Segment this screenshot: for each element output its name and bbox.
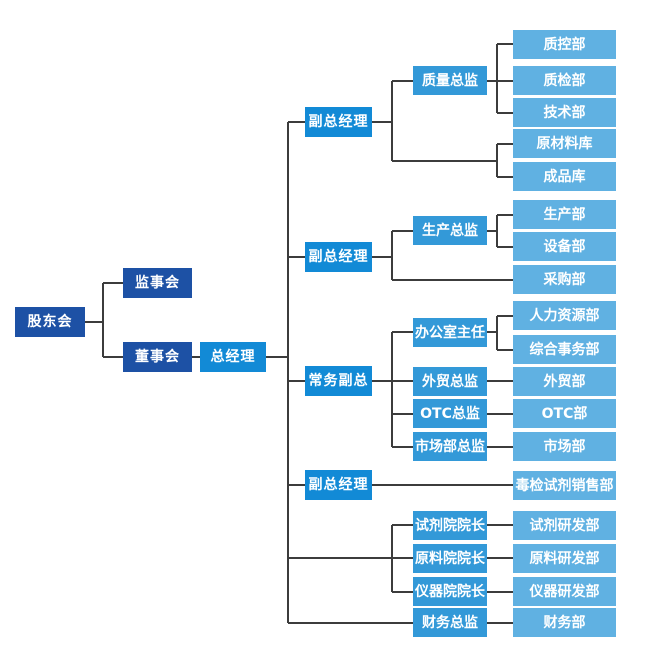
node-toxicology-reagent-sales-dept: 毒检试剂销售部 xyxy=(513,471,616,500)
node-foreign-trade-dept: 外贸部 xyxy=(513,367,616,396)
node-production-director: 生产总监 xyxy=(413,216,487,245)
node-production-dept: 生产部 xyxy=(513,200,616,229)
node-office-director: 办公室主任 xyxy=(413,318,487,347)
node-qc-dept: 质控部 xyxy=(513,30,616,59)
node-deputy-gm-quality: 副总经理 xyxy=(305,107,372,137)
node-reagent-institute-dean: 试剂院院长 xyxy=(413,511,487,540)
node-quality-director: 质量总监 xyxy=(413,66,487,95)
node-hr-dept: 人力资源部 xyxy=(513,301,616,330)
node-general-affairs-dept: 综合事务部 xyxy=(513,335,616,364)
connector-trunk xyxy=(287,121,413,624)
connector-l1 xyxy=(85,282,288,358)
node-finished-goods-warehouse: 成品库 xyxy=(513,162,616,191)
node-otc-dept: OTC部 xyxy=(513,399,616,428)
node-purchasing-dept: 采购部 xyxy=(513,265,616,294)
node-raw-material-rd-dept: 原料研发部 xyxy=(513,544,616,573)
node-supervisory-board: 监事会 xyxy=(123,268,192,298)
node-instrument-institute-dean: 仪器院院长 xyxy=(413,577,487,606)
node-deputy-gm-sales: 副总经理 xyxy=(305,470,372,500)
connector-institutes xyxy=(391,524,513,624)
node-instrument-rd-dept: 仪器研发部 xyxy=(513,577,616,606)
node-raw-material-institute-dean: 原料院院长 xyxy=(413,544,487,573)
node-deputy-gm-production: 副总经理 xyxy=(305,242,372,272)
node-finance-director: 财务总监 xyxy=(413,608,487,637)
node-general-manager: 总经理 xyxy=(200,342,266,372)
connector-production xyxy=(372,214,513,281)
node-marketing-dept: 市场部 xyxy=(513,432,616,461)
node-board-of-directors: 董事会 xyxy=(123,342,192,372)
node-reagent-rd-dept: 试剂研发部 xyxy=(513,511,616,540)
node-otc-director: OTC总监 xyxy=(413,399,487,428)
node-equipment-dept: 设备部 xyxy=(513,232,616,261)
node-shareholders-meeting: 股东会 xyxy=(15,307,85,337)
node-raw-material-warehouse: 原材料库 xyxy=(513,129,616,158)
node-finance-dept: 财务部 xyxy=(513,608,616,637)
node-executive-deputy-gm: 常务副总 xyxy=(305,366,372,396)
connector-quality xyxy=(372,43,513,178)
node-technology-dept: 技术部 xyxy=(513,98,616,127)
connector-executive xyxy=(372,315,513,448)
node-quality-inspection-dept: 质检部 xyxy=(513,66,616,95)
node-marketing-director: 市场部总监 xyxy=(413,432,487,461)
node-foreign-trade-director: 外贸总监 xyxy=(413,367,487,396)
